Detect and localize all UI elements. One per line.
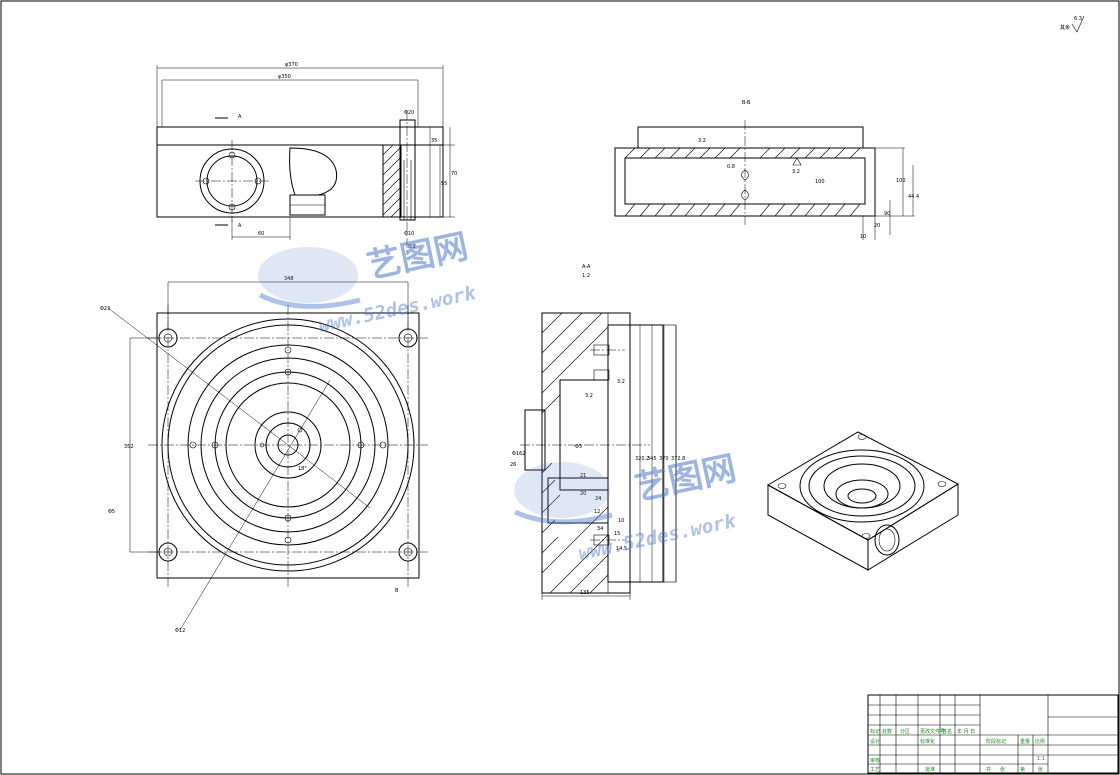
side-dim-phi-small: Φ5 [575,444,582,450]
plan-dim-left: 352 [124,444,134,450]
tb-design: 设计 [870,738,880,745]
roughness-note: 其余 6.3 [1060,15,1085,33]
tb-sheet-no: 第 [1020,766,1025,773]
isometric-view [766,431,960,571]
tb-scale-value: 1:1 [1037,756,1045,762]
tb-process: 工艺 [870,767,880,773]
right-dim-w3: 90 [884,211,890,217]
top-section-mark-b: A [238,223,242,229]
right-section: B-B [614,100,919,240]
right-section-title: B-B [742,100,751,106]
tb-weight: 重量 [1020,738,1030,745]
top-dim-phi10: Φ10 [404,231,414,237]
tb-label-date: 年 月 日 [957,728,975,735]
side-dim-h3: 370 [659,456,669,462]
tb-label-change: 更改文件号 [920,728,945,735]
side-dim-d: 12 [594,509,600,515]
side-section-title: A-A [582,264,591,270]
plan-dim-phi-bottom: Φ12 [175,628,185,634]
side-rough1: 3.2 [585,393,593,399]
side-dim-h1: 320.2 [635,456,649,462]
right-rough3: 3.2 [792,169,800,175]
side-dim-h2: 345 [647,456,657,462]
side-dim-g: 34 [597,526,603,532]
right-dim-h3: 44.4 [908,194,919,200]
tb-stage-mark: 阶段标记 [986,738,1006,745]
tb-label-zone: 分区 [900,728,910,735]
right-dim-h1: 100 [896,178,906,184]
side-dim-h4: 372.8 [671,456,685,462]
side-dim-c: 24 [595,496,601,502]
right-hatch [624,147,861,217]
side-dim-side: 26 [510,462,516,468]
side-dim-f: 10 [618,518,624,524]
top-dim-depth3: 70 [451,171,457,177]
side-section-scale: 1:2 [582,273,590,279]
top-dim-inner: φ350 [278,74,291,80]
side-dim-i: 14.5 [616,546,627,552]
top-view: φ370 φ350 [156,62,457,255]
top-hatch [382,144,402,218]
roughness-note-value: 6.3 [1074,16,1082,22]
tb-scale: 比例 [1035,738,1045,745]
top-section-mark-a: A [238,114,242,120]
tb-sheet-unit: 张 [1000,766,1005,773]
tb-check: 审核 [870,757,880,764]
side-dim-a: 21 [580,473,586,479]
top-dim-overall: φ370 [285,62,298,68]
top-dim-depth2: 55 [441,181,447,187]
top-dim-depth1: 35 [431,138,437,144]
plan-dim-phi-outer: Φ23 [100,306,110,312]
plan-view: 348 352 Φ23 Φ12 Φ5 18° B [100,276,428,634]
side-section: A-A 1:2 3.2 [510,264,685,600]
top-dim-bore: 8.2 [408,244,416,250]
plan-section-mark: B [395,588,399,594]
plan-dim-center: 18° [298,466,307,472]
top-dim-60: 60 [258,231,264,237]
side-dim-e: 15 [614,531,620,537]
side-dim-width: 135 [580,590,590,596]
side-dim-phi: Φ162 [512,451,525,457]
roughness-symbol-icon [1071,15,1085,33]
top-dim-phi20: Φ20 [404,110,414,116]
right-dim-w1: 10 [860,234,866,240]
tb-standard: 标准化 [920,738,935,745]
tb-label-sign: 签名 [942,728,952,735]
side-rough2: 3.2 [617,379,625,385]
right-rough1: 3.2 [698,138,706,144]
tb-label-mark: 标记 [870,728,880,735]
plan-dim-phi-side: Φ5 [108,509,115,515]
right-rough2: 0.8 [727,164,735,170]
plan-dim-top: 348 [284,276,294,282]
watermark-top: 艺图网 www.52des.work [258,226,479,337]
right-dim-w2: 20 [874,223,880,229]
roughness-note-label: 其余 [1060,24,1070,31]
tb-label-count: 处数 [882,728,892,735]
side-dim-b: 20 [580,491,586,497]
title-block: 标记 处数 分区 更改文件号 签名 年 月 日 设计 标准化 审核 工艺 批准 … [867,694,1119,774]
watermark-top-cn: 艺图网 [364,226,472,286]
tb-sheet-total: 共 [986,766,991,773]
tb-approve: 批准 [925,766,935,773]
tb-sheet-unit2: 张 [1038,766,1043,773]
right-dim-h2: 100 [815,179,825,185]
side-hatch [541,312,609,594]
